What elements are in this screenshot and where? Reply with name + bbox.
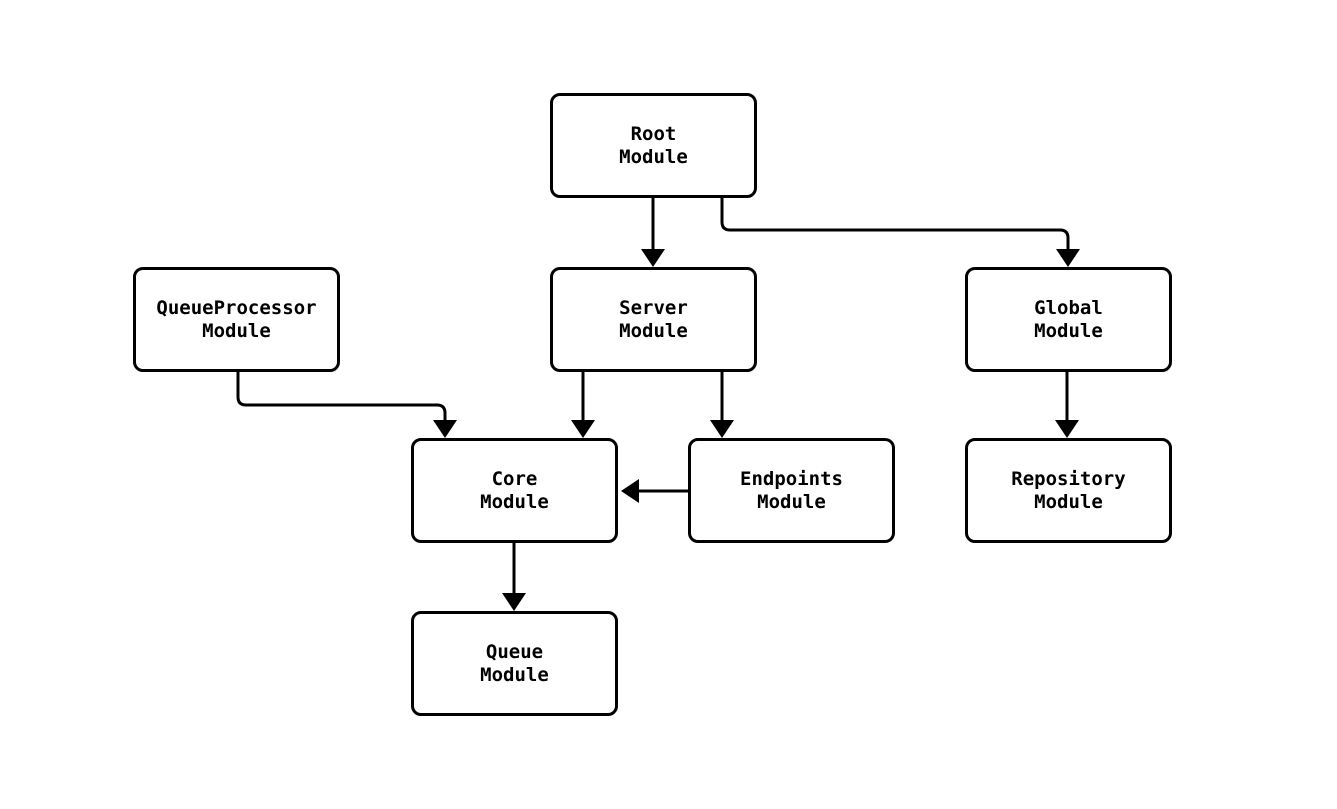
edge-root-global xyxy=(720,198,1080,267)
node-label: QueueProcessor xyxy=(156,296,317,319)
node-label: Module xyxy=(619,319,688,342)
node-root-module: Root Module xyxy=(550,93,757,198)
node-label: Endpoints xyxy=(740,467,843,490)
node-label: Repository xyxy=(1011,467,1126,490)
node-global-module: Global Module xyxy=(965,267,1172,372)
node-label: Module xyxy=(757,490,826,513)
node-label: Module xyxy=(1034,490,1103,513)
node-label: Module xyxy=(619,145,688,168)
node-endpoints-module: Endpoints Module xyxy=(688,438,895,543)
node-repository-module: Repository Module xyxy=(965,438,1172,543)
node-core-module: Core Module xyxy=(411,438,618,543)
node-label: Queue xyxy=(485,640,544,663)
node-label: Module xyxy=(202,319,271,342)
node-server-module: Server Module xyxy=(550,267,757,372)
node-label: Root xyxy=(630,122,677,145)
edge-server-core xyxy=(571,372,595,438)
edge-global-repository xyxy=(1055,372,1079,438)
node-queue-module: Queue Module xyxy=(411,611,618,716)
edge-root-server xyxy=(641,198,665,267)
node-label: Module xyxy=(480,663,549,686)
edge-server-endpoints xyxy=(710,372,734,438)
node-label: Module xyxy=(480,490,549,513)
node-label: Module xyxy=(1034,319,1103,342)
node-queueprocessor-module: QueueProcessor Module xyxy=(133,267,340,372)
edge-endpoints-core xyxy=(621,479,688,503)
node-label: Global xyxy=(1034,296,1103,319)
node-label: Server xyxy=(619,296,688,319)
edge-core-queue xyxy=(502,543,526,611)
edge-queueprocessor-core xyxy=(236,372,457,438)
node-label: Core xyxy=(491,467,538,490)
